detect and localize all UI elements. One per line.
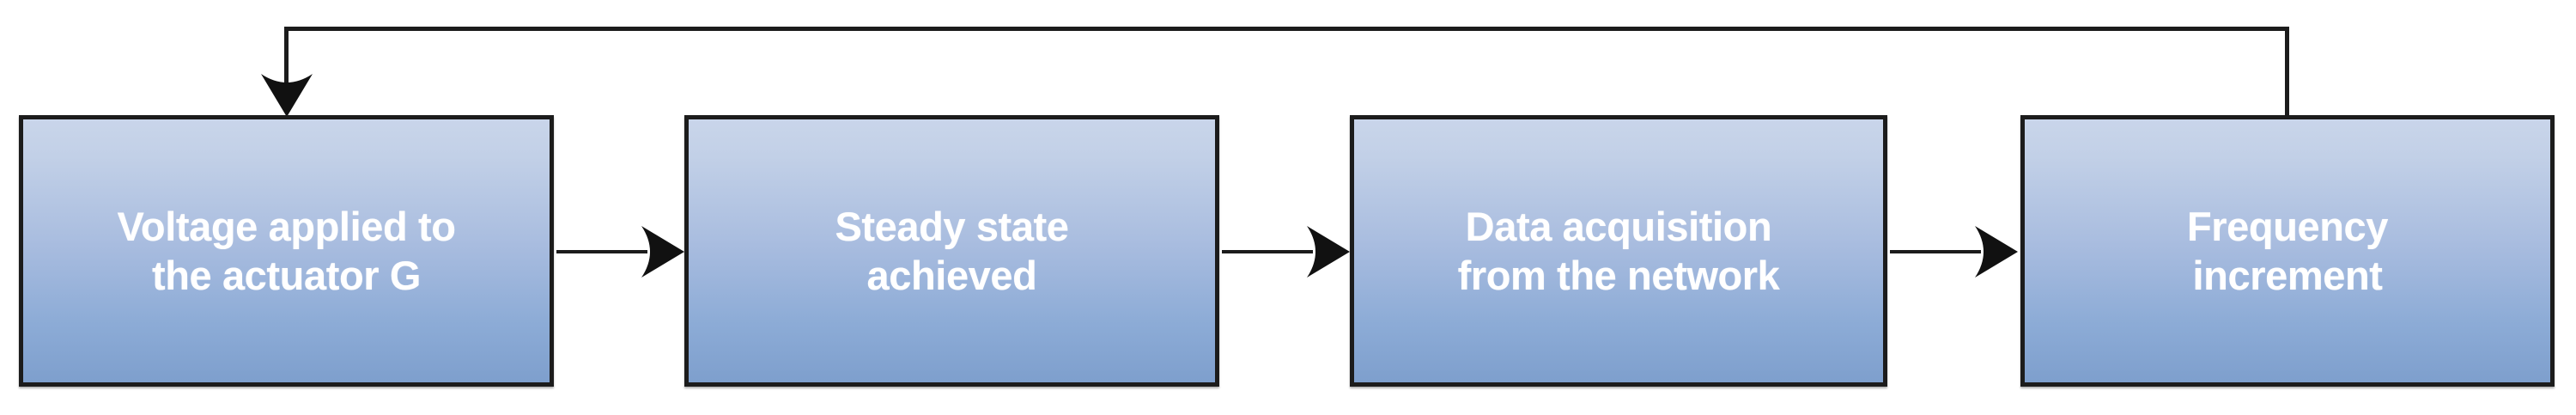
connector-arrowhead-node3-node4 — [1975, 226, 2018, 278]
connector-line-node1-node2 — [556, 250, 647, 253]
process-node-steady-state[interactable]: Steady state achieved — [684, 115, 1219, 387]
connector-line-node3-node4 — [1890, 250, 1981, 253]
connector-line-node2-node3 — [1222, 250, 1313, 253]
feedback-loop-left-segment — [284, 27, 289, 90]
feedback-loop-right-segment — [2285, 27, 2289, 117]
connector-arrowhead-node2-node3 — [1307, 226, 1350, 278]
feedback-loop-top-segment — [284, 27, 2289, 31]
process-node-frequency-increment[interactable]: Frequency increment — [2020, 115, 2555, 387]
feedback-loop-arrowhead-down — [261, 74, 313, 117]
process-node-label: Voltage applied to the actuator G — [117, 203, 456, 298]
process-node-label: Steady state achieved — [835, 203, 1069, 298]
process-node-label: Frequency increment — [2186, 203, 2389, 298]
process-node-data-acquisition[interactable]: Data acquisition from the network — [1350, 115, 1887, 387]
process-node-label: Data acquisition from the network — [1457, 203, 1780, 298]
process-node-voltage-applied[interactable]: Voltage applied to the actuator G — [19, 115, 554, 387]
connector-arrowhead-node1-node2 — [641, 226, 684, 278]
